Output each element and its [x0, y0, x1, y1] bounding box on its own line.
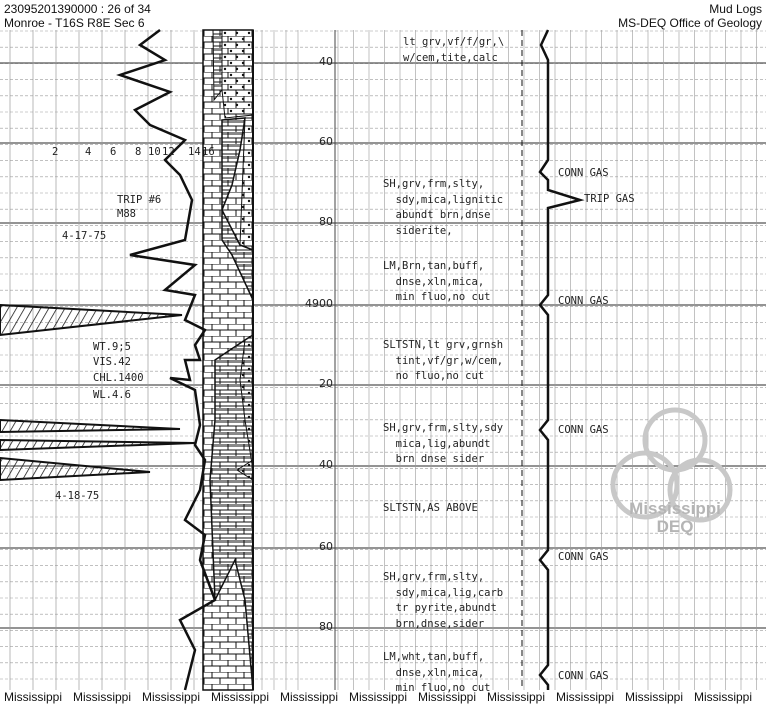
lithology-shale-band	[212, 29, 223, 102]
mud-weight-note: WT.9;5	[93, 341, 131, 353]
well-location: Monroe - T16S R8E Sec 6	[4, 16, 145, 30]
depth-label: 20	[319, 377, 333, 390]
lithology-description-line: SH,grv,frm,slty,	[383, 571, 485, 583]
date-note: 4-17-75	[62, 230, 107, 242]
lithology-description-line: brn,dnse,sider	[383, 617, 485, 630]
lithology-description-line: SH,grv,frm,slty,sdy	[383, 422, 504, 434]
lithology-description-line: sdy,mica,lig,carb	[383, 586, 504, 599]
drill-rate-scale-label: 12	[162, 146, 175, 158]
lithology-description-line: w/cem,tite,calc	[403, 51, 498, 64]
footer-watermark-text: Mississippi	[142, 690, 201, 704]
gas-annotation: CONN GAS	[558, 424, 609, 436]
watermark-logo-circle	[610, 450, 680, 520]
gas-spike-hatched	[0, 418, 181, 434]
footer-watermark-text: Mississippi	[625, 690, 684, 704]
drill-rate-curve	[116, 29, 217, 691]
trip-note: TRIP #6	[117, 194, 162, 206]
footer-watermark-text: Mississippi	[418, 690, 477, 704]
watermark-logo-circle	[667, 457, 733, 523]
drill-rate-scale-label: 4	[85, 146, 92, 158]
drill-rate-scale-label: 16	[202, 146, 215, 158]
depth-label: 80	[319, 620, 333, 633]
lithology-description-line: LM,Brn,tan,buff,	[383, 260, 485, 272]
gas-spike-hatched	[0, 456, 151, 482]
lithology-description-line: mica,lig,abundt	[383, 437, 491, 450]
gas-annotation: CONN GAS	[558, 167, 609, 179]
lithology-description-line: tr pyrite,abundt	[383, 602, 497, 614]
lithology-sandstone-band	[221, 29, 254, 119]
lithology-description-line: brn dnse sider	[383, 453, 485, 465]
lithology-description-line: abundt brn,dnse	[383, 209, 491, 221]
lithology-description-line: LM,wht,tan,buff,	[383, 651, 485, 663]
lithology-description-line: lt grv,vf/f/gr,\	[403, 36, 505, 48]
gas-spike-hatched	[0, 438, 196, 452]
depth-label: 40	[319, 458, 333, 471]
document-id: 23095201390000 : 26 of 34	[4, 2, 151, 16]
lithology-sandstone-band	[239, 334, 254, 471]
drill-rate-scale-label: 8	[135, 146, 142, 158]
gas-annotation: CONN GAS	[558, 551, 609, 563]
office-name: MS-DEQ Office of Geology	[618, 16, 762, 30]
depth-label: 60	[319, 135, 333, 148]
lithology-description-line: min fluo,no cut	[383, 291, 491, 303]
footer-watermark-text: Mississippi	[487, 690, 546, 704]
gas-annotation: TRIP GAS	[584, 193, 635, 205]
watermark-line-2: DEQ	[656, 517, 694, 536]
footer-watermark-text: Mississippi	[349, 690, 408, 704]
depth-label: 60	[319, 540, 333, 553]
drill-rate-scale-label: 6	[110, 146, 117, 158]
document-type: Mud Logs	[709, 2, 762, 16]
lithology-description-line: no fluo,no cut	[383, 370, 485, 382]
gas-annotation: CONN GAS	[558, 295, 609, 307]
depth-label: 4900	[305, 297, 333, 310]
lithology-description-line: dnse,xln,mica,	[383, 666, 485, 679]
gas-annotation: CONN GAS	[558, 670, 609, 682]
watermark-line-1: Mississippi	[629, 499, 721, 518]
lithology-description-line: sdy,mica,lignitic	[383, 193, 504, 206]
lithology-description-line: siderite,	[383, 224, 453, 237]
mud-chloride-note: CHL.1400	[93, 372, 144, 384]
lithology-description-line: SH,grv,frm,slty,	[383, 178, 485, 190]
mud-water-loss-note: WL.4.6	[93, 389, 131, 401]
drill-rate-scale-label: 2	[52, 146, 59, 158]
depth-label: 40	[319, 55, 333, 68]
trip-mud-note: M88	[117, 208, 136, 220]
depth-label: 80	[319, 215, 333, 228]
lithology-description-line: SLTSTN,lt grv,grnsh	[383, 339, 504, 351]
lithology-description-line: min fluo,no cut	[383, 682, 491, 694]
lithology-description-line: dnse,xln,mica,	[383, 275, 485, 288]
lithology-description-line: SLTSTN,AS ABOVE	[383, 502, 478, 514]
footer-watermark-text: Mississippi	[4, 690, 63, 704]
drill-rate-scale-label: 14	[188, 146, 201, 158]
footer-watermark-text: Mississippi	[211, 690, 270, 704]
drill-rate-scale-label: 10	[148, 146, 161, 158]
total-gas-curve	[538, 29, 585, 690]
gas-spike-hatched	[0, 303, 183, 337]
lithology-description-line: tint,vf/gr,w/cem,	[383, 354, 504, 367]
footer-watermark-text: Mississippi	[694, 690, 753, 704]
footer-watermark-text: Mississippi	[73, 690, 132, 704]
mud-viscosity-note: VIS.42	[93, 356, 131, 368]
watermark-text: Mississippi DEQ	[610, 500, 740, 536]
footer-watermark-text: Mississippi	[556, 690, 615, 704]
footer-watermark-text: Mississippi	[280, 690, 339, 704]
date-note: 4-18-75	[55, 490, 100, 502]
